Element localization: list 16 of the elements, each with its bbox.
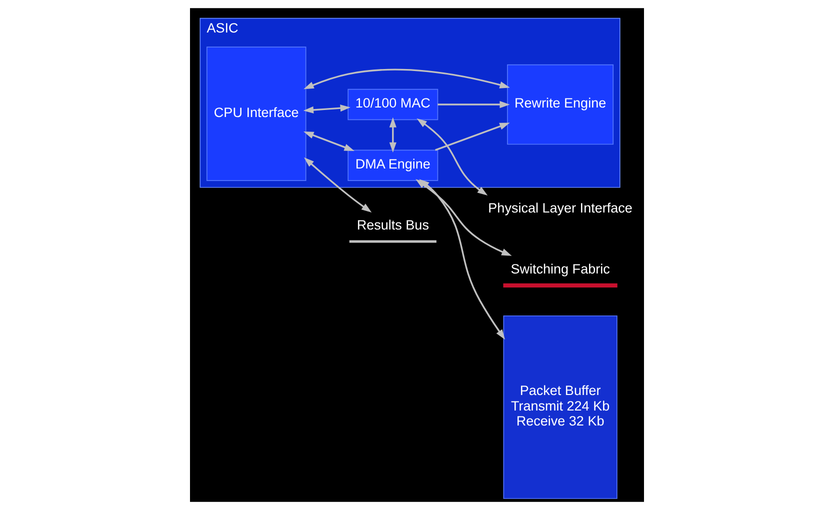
arrow [303,157,372,212]
arrow [303,132,354,152]
node-box: DMA Engine [347,150,438,182]
arrow [388,117,396,152]
arrow [303,68,510,90]
arrow [434,122,510,151]
arrow [302,104,350,114]
node-box: Rewrite Engine [506,64,614,145]
arrow [437,100,510,108]
node-box: 10/100 MAC [347,88,438,120]
node-box: Packet Buffer Transmit 224 Kb Receive 32 Kb [502,315,617,499]
node-text: Results Bus [356,217,428,232]
node-box: CPU Interface [206,46,306,182]
node-text: Switching Fabric [510,261,610,276]
node-text: Physical Layer Interface [488,200,632,216]
arrow [418,179,505,340]
